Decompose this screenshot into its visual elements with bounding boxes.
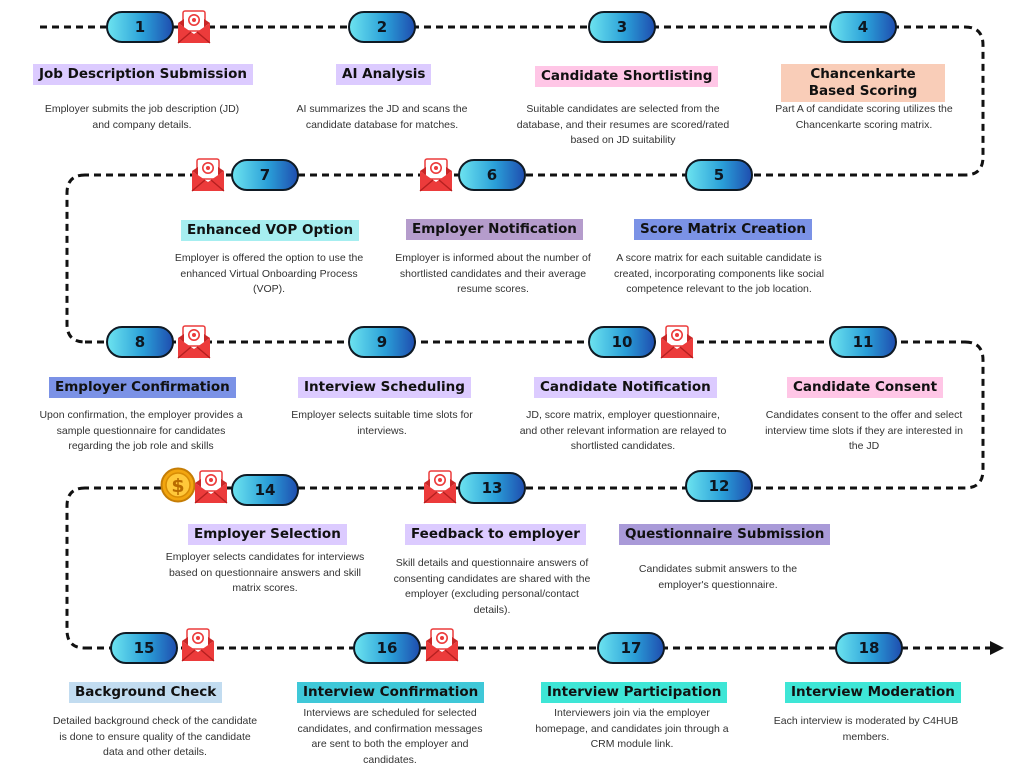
step-11-badge: 11 bbox=[829, 326, 897, 358]
step-18-title: Interview Moderation bbox=[785, 682, 961, 703]
step-17-title: Interview Participation bbox=[541, 682, 728, 703]
step-4-description: Part A of candidate scoring utilizes the… bbox=[775, 103, 953, 131]
coin-dollar-icon: $ bbox=[160, 467, 196, 507]
step-10-title: Candidate Notification bbox=[534, 377, 717, 398]
step-16-title: Interview Confirmation bbox=[297, 682, 485, 703]
step-3-badge: 3 bbox=[588, 11, 656, 43]
step-5-title: Score Matrix Creation bbox=[634, 219, 813, 240]
step-8-badge: 8 bbox=[106, 326, 174, 358]
step-11-title: Candidate Consent bbox=[787, 377, 944, 398]
step-15-title: Background Check bbox=[69, 682, 223, 703]
step-12-number: 12 bbox=[708, 477, 730, 495]
step-6-number: 6 bbox=[486, 166, 498, 184]
step-3-number: 3 bbox=[616, 18, 628, 36]
step-16-badge: 16 bbox=[353, 632, 421, 664]
step-5-badge: 5 bbox=[685, 159, 753, 191]
step-1-description: Employer submits the job description (JD… bbox=[44, 103, 240, 131]
step-2-badge: 2 bbox=[348, 11, 416, 43]
step-16-description: Interviews are scheduled for selected ca… bbox=[297, 707, 483, 766]
email-envelope-icon bbox=[180, 628, 216, 666]
step-17-description: Interviewers join via the employer homep… bbox=[535, 707, 729, 750]
step-13-number: 13 bbox=[481, 479, 503, 497]
step-6-badge: 6 bbox=[458, 159, 526, 191]
step-7-badge: 7 bbox=[231, 159, 299, 191]
step-6-description: Employer is informed about the number of… bbox=[395, 252, 591, 295]
step-7-number: 7 bbox=[259, 166, 271, 184]
step-4-number: 4 bbox=[857, 18, 869, 36]
step-15-badge: 15 bbox=[110, 632, 178, 664]
step-18-number: 18 bbox=[858, 639, 880, 657]
step-7-title: Enhanced VOP Option bbox=[181, 220, 360, 241]
step-12-description: Candidates submit answers to the employe… bbox=[638, 563, 798, 591]
step-6-title: Employer Notification bbox=[406, 219, 583, 240]
email-envelope-icon bbox=[176, 10, 212, 48]
step-5-description: A score matrix for each suitable candida… bbox=[613, 252, 825, 295]
step-17-badge: 17 bbox=[597, 632, 665, 664]
step-3-description: Suitable candidates are selected from th… bbox=[516, 103, 730, 146]
step-12-title: Questionnaire Submission bbox=[619, 524, 831, 545]
step-4-badge: 4 bbox=[829, 11, 897, 43]
step-14-badge: 14 bbox=[231, 474, 299, 506]
step-14-number: 14 bbox=[254, 481, 276, 499]
step-9-title: Interview Scheduling bbox=[298, 377, 471, 398]
step-18-description: Each interview is moderated by C4HUB mem… bbox=[773, 715, 959, 743]
step-8-description: Upon confirmation, the employer provides… bbox=[39, 409, 243, 452]
step-11-description: Candidates consent to the offer and sele… bbox=[765, 409, 963, 452]
step-14-description: Employer selects candidates for intervie… bbox=[165, 551, 365, 594]
step-16-number: 16 bbox=[376, 639, 398, 657]
step-13-title: Feedback to employer bbox=[405, 524, 586, 545]
step-13-badge: 13 bbox=[458, 472, 526, 504]
step-1-title: Job Description Submission bbox=[33, 64, 253, 85]
email-envelope-icon bbox=[424, 628, 460, 666]
svg-text:$: $ bbox=[171, 475, 184, 497]
step-4-title: Chancenkarte Based Scoring bbox=[781, 64, 945, 102]
step-1-number: 1 bbox=[134, 18, 146, 36]
step-3-title: Candidate Shortlisting bbox=[535, 66, 719, 87]
step-7-description: Employer is offered the option to use th… bbox=[174, 252, 364, 295]
step-8-number: 8 bbox=[134, 333, 146, 351]
step-18-badge: 18 bbox=[835, 632, 903, 664]
step-15-number: 15 bbox=[133, 639, 155, 657]
step-2-title: AI Analysis bbox=[336, 64, 432, 85]
step-8-title: Employer Confirmation bbox=[49, 377, 236, 398]
step-9-badge: 9 bbox=[348, 326, 416, 358]
email-envelope-icon bbox=[422, 470, 458, 508]
step-9-description: Employer selects suitable time slots for… bbox=[291, 409, 473, 437]
email-envelope-icon bbox=[176, 325, 212, 363]
step-10-number: 10 bbox=[611, 333, 633, 351]
step-10-description: JD, score matrix, employer questionnaire… bbox=[519, 409, 727, 452]
step-13-description: Skill details and questionnaire answers … bbox=[393, 557, 591, 616]
step-11-number: 11 bbox=[852, 333, 874, 351]
step-2-description: AI summarizes the JD and scans the candi… bbox=[296, 103, 468, 131]
step-2-number: 2 bbox=[376, 18, 388, 36]
email-envelope-icon bbox=[659, 325, 695, 363]
step-5-number: 5 bbox=[713, 166, 725, 184]
step-1-badge: 1 bbox=[106, 11, 174, 43]
step-12-badge: 12 bbox=[685, 470, 753, 502]
step-14-title: Employer Selection bbox=[188, 524, 347, 545]
step-15-description: Detailed background check of the candida… bbox=[52, 715, 258, 758]
email-envelope-icon bbox=[418, 158, 454, 196]
email-envelope-icon bbox=[190, 158, 226, 196]
email-envelope-icon bbox=[193, 470, 229, 508]
step-9-number: 9 bbox=[376, 333, 388, 351]
step-10-badge: 10 bbox=[588, 326, 656, 358]
step-17-number: 17 bbox=[620, 639, 642, 657]
